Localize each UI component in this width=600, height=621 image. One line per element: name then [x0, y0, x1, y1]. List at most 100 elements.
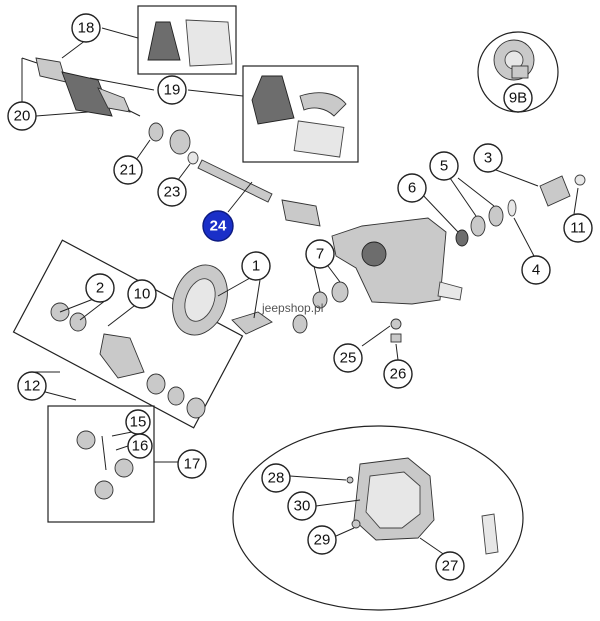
callout-label: 4: [532, 262, 540, 279]
inner-shaft-drawing-24: [197, 159, 321, 227]
bearing-drawing-22: [169, 129, 191, 155]
bolt-drawing-28: [346, 476, 354, 484]
callout-11[interactable]: 11: [563, 213, 593, 243]
watermark-text: jeepshop.pl: [261, 301, 323, 315]
callout-1[interactable]: 1: [241, 251, 271, 281]
callout-circle: [435, 551, 465, 581]
callout-label: 15: [130, 414, 147, 431]
cover-group-ellipse: [232, 425, 524, 611]
callout-circle: [17, 371, 47, 401]
callout-circle: [177, 449, 207, 479]
callout-16[interactable]: 16: [127, 433, 153, 459]
callout-circle: [503, 83, 533, 113]
callout-circle: [85, 273, 115, 303]
bearing-drawing-21: [148, 122, 164, 142]
nut-drawing-11: [574, 174, 586, 186]
callout-label: 17: [184, 456, 201, 473]
callout-label: 12: [24, 378, 41, 395]
callout-28[interactable]: 28: [261, 463, 291, 493]
callout-19[interactable]: 19: [157, 75, 187, 105]
callout-29[interactable]: 29: [307, 525, 337, 555]
callout-label: 19: [164, 82, 181, 99]
callout-label: 20: [14, 108, 31, 125]
callout-circle: [261, 463, 291, 493]
cover-drawing-30: [353, 457, 435, 541]
callout-30[interactable]: 30: [287, 491, 317, 521]
callout-circle: [473, 143, 503, 173]
callout-circle: [241, 251, 271, 281]
callout-15[interactable]: 15: [125, 409, 151, 435]
callout-7[interactable]: 7: [305, 239, 335, 269]
callout-12[interactable]: 12: [17, 371, 47, 401]
bearing-drawing-5a: [470, 215, 486, 237]
callout-label: 11: [570, 220, 586, 237]
callout-label: 6: [408, 180, 416, 197]
callout-circle: [113, 155, 143, 185]
boot-kit-drawing-19: [251, 75, 347, 158]
callout-4[interactable]: 4: [521, 255, 551, 285]
callout-17[interactable]: 17: [177, 449, 207, 479]
callout-20[interactable]: 20: [7, 101, 37, 131]
callout-label: 21: [120, 162, 137, 179]
callout-circle: [7, 101, 37, 131]
boot-kit-box-18: [137, 5, 237, 75]
bearing-drawing-7b: [331, 281, 349, 303]
callout-circle: [287, 491, 317, 521]
callout-label: 1: [252, 258, 260, 275]
plug-drawing-26: [390, 333, 402, 343]
callout-25[interactable]: 25: [333, 343, 363, 373]
callout-label: 5: [440, 158, 448, 175]
callout-label: 3: [484, 150, 492, 167]
callout-6[interactable]: 6: [397, 173, 427, 203]
washer-drawing-4: [507, 199, 517, 217]
callout-5[interactable]: 5: [429, 151, 459, 181]
callout-label: 2: [96, 280, 104, 297]
callout-label: 30: [294, 498, 311, 515]
callout-circle: [307, 525, 337, 555]
callout-circle: [202, 210, 234, 242]
spider-gear-box-17: [47, 405, 155, 523]
seal-drawing-6: [455, 229, 469, 247]
callout-label: 29: [314, 532, 331, 549]
seal-drawing-23: [187, 151, 199, 165]
callout-label: 26: [390, 366, 407, 383]
callout-23[interactable]: 23: [157, 177, 187, 207]
callout-26[interactable]: 26: [383, 359, 413, 389]
callout-circle: [333, 343, 363, 373]
callout-circle: [521, 255, 551, 285]
callout-group: 18192021232412345679B1011121516172526272…: [7, 13, 593, 581]
callout-label: 9B: [509, 90, 527, 107]
cv-axle-drawing: [21, 57, 141, 117]
callout-label: 27: [442, 558, 459, 575]
callout-label: 7: [316, 246, 324, 263]
callout-label: 28: [268, 470, 285, 487]
callout-3[interactable]: 3: [473, 143, 503, 173]
callout-circle: [397, 173, 427, 203]
callout-24[interactable]: 24: [202, 210, 234, 242]
callout-21[interactable]: 21: [113, 155, 143, 185]
callout-circle: [563, 213, 593, 243]
callout-circle: [383, 359, 413, 389]
callout-circle: [157, 177, 187, 207]
callout-label: 23: [164, 184, 181, 201]
callout-circle: [157, 75, 187, 105]
callout-label: 18: [78, 20, 95, 37]
boot-kit-box-19: [242, 65, 359, 163]
callout-circle: [305, 239, 335, 269]
callout-10[interactable]: 10: [127, 279, 157, 309]
callout-label: 10: [134, 286, 151, 303]
hub-drawing-9b: [493, 39, 535, 81]
callout-label: 25: [340, 350, 357, 367]
bearing-drawing-5b: [488, 205, 504, 227]
sealant-tube-drawing-27: [481, 513, 499, 555]
callout-circle: [127, 279, 157, 309]
axle-housing-drawing: [331, 217, 463, 305]
callout-27[interactable]: 27: [435, 551, 465, 581]
callout-2[interactable]: 2: [85, 273, 115, 303]
callout-circle: [71, 13, 101, 43]
plug-drawing-25: [390, 318, 402, 330]
callout-9b[interactable]: 9B: [503, 83, 533, 113]
flange-drawing-3: [539, 175, 571, 207]
callout-18[interactable]: 18: [71, 13, 101, 43]
